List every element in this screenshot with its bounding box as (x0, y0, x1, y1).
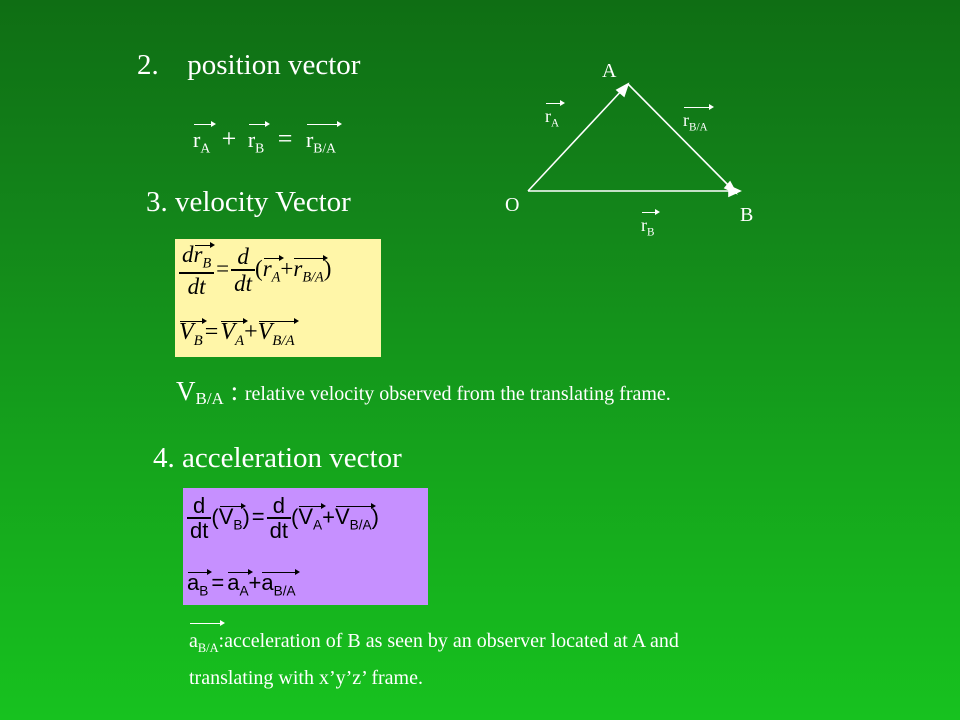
point-a-label: A (602, 60, 617, 82)
diagram-rba-label: rB/A (683, 104, 714, 134)
diagram-rb-label: rB (641, 209, 662, 239)
relative-acceleration-line-1: aB/A:acceleration of B as seen by an obs… (189, 620, 679, 663)
ra-edge (527, 87, 625, 192)
ra-arrowhead (615, 82, 630, 98)
relative-acceleration-text: aB/A:acceleration of B as seen by an obs… (189, 620, 679, 693)
relative-acceleration-line-2: translating with x’y’z’ frame. (189, 667, 423, 689)
r-a-vector: rA (193, 120, 217, 156)
vba-symbol: V (176, 376, 196, 406)
section-4-heading: 4. acceleration vector (153, 442, 402, 474)
acceleration-sum-line: aB=aA+aB/A (187, 568, 300, 599)
position-equation: rA + rB = rB/A (193, 120, 343, 156)
section-3-heading: 3. velocity Vector (146, 186, 351, 218)
diagram-ra-label: rA (545, 100, 566, 130)
equals-sign: = (277, 124, 293, 153)
section-2-number: 2. (137, 49, 159, 81)
vba-subscript: B/A (195, 389, 224, 409)
section-2-title: position vector (187, 49, 361, 81)
relative-velocity-line: VB/A : relative velocity observed from t… (176, 376, 671, 409)
rb-arrowhead (728, 184, 742, 198)
relative-velocity-text: relative velocity observed from the tran… (244, 383, 671, 405)
point-o-label: O (505, 194, 520, 216)
plus-sign: + (221, 124, 237, 153)
velocity-sum-line: VB=VA+VB/A (179, 318, 299, 349)
rba-edge (627, 83, 733, 190)
section-2-heading: 2. position vector (137, 49, 360, 82)
point-b-label: B (740, 204, 754, 226)
r-b-vector: rB (247, 120, 271, 156)
r-ba-vector: rB/A (305, 120, 343, 156)
